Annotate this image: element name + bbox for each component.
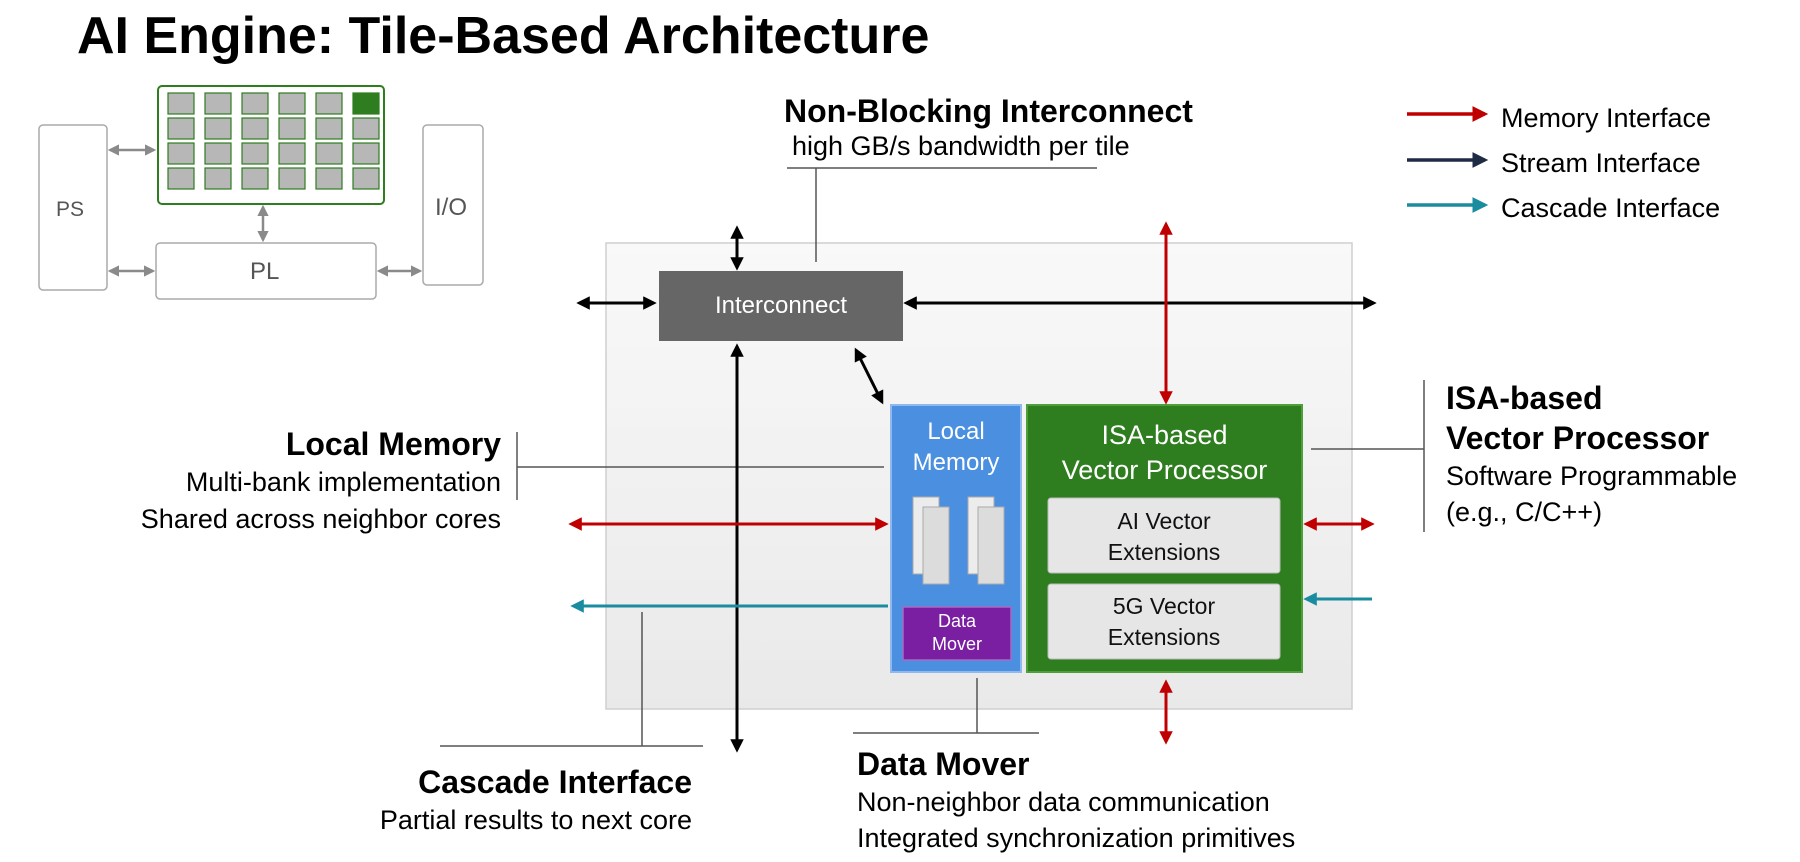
tile: [204, 167, 232, 190]
tile: [315, 167, 343, 190]
callout-line: (e.g., C/C++): [1446, 497, 1603, 527]
tile-highlighted: [352, 92, 380, 115]
5g-vector-extensions-label: 5G Vector Extensions: [1048, 591, 1280, 653]
interconnect-box: [659, 271, 903, 341]
callout-non-blocking: Non-Blocking Interconnect high GB/s band…: [784, 92, 1193, 162]
tile: [241, 92, 269, 115]
stream-arrow-to-memory: [854, 347, 884, 405]
callout-line: Non-neighbor data communication: [857, 787, 1270, 817]
5g-vector-extensions-box: [1047, 583, 1281, 660]
local-memory-label-line: Memory: [912, 449, 1000, 476]
callout-line: Multi-bank implementation: [185, 467, 501, 497]
callout-data-mover: Data Mover Non-neighbor data communicati…: [857, 744, 1295, 856]
callout-line: high GB/s bandwidth per tile: [792, 131, 1130, 161]
thumbnail: [38, 85, 484, 300]
callout-title: Vector Processor: [1446, 420, 1710, 456]
tile: [204, 92, 232, 115]
ps-box: [38, 124, 108, 291]
legend-memory-label: Memory Interface: [1501, 103, 1712, 133]
data-mover-label: Data Mover: [903, 610, 1011, 656]
tile: [278, 142, 306, 165]
tile: [167, 142, 195, 165]
legend-cascade-label: Cascade Interface: [1501, 193, 1721, 223]
tile: [278, 117, 306, 140]
callout-title: Non-Blocking Interconnect: [784, 93, 1193, 129]
tile: [352, 142, 380, 165]
tile: [204, 117, 232, 140]
tile: [352, 167, 380, 190]
io-label: I/O: [435, 194, 468, 221]
tile: [241, 167, 269, 190]
io-box: [422, 124, 484, 286]
tile: [167, 92, 195, 115]
tile: [352, 117, 380, 140]
callout-line: Shared across neighbor cores: [140, 504, 501, 534]
callout-isa: ISA-based Vector Processor Software Prog…: [1446, 378, 1737, 530]
tile: [278, 167, 306, 190]
tile: [315, 117, 343, 140]
memory-bank-icons: [912, 496, 1005, 585]
legend-stream-label: Stream Interface: [1501, 148, 1701, 178]
5g-ext-label-line: 5G Vector: [1112, 593, 1216, 619]
page-title: AI Engine: Tile-Based Architecture: [77, 7, 930, 65]
callout-cascade: Cascade Interface Partial results to nex…: [240, 762, 692, 838]
callout-line: Software Programmable: [1446, 461, 1738, 491]
ai-vector-extensions-box: [1047, 497, 1281, 574]
tile: [241, 142, 269, 165]
callout-leaders: [440, 167, 1425, 747]
tile: [315, 142, 343, 165]
tile: [167, 117, 195, 140]
ai-ext-label-line: Extensions: [1107, 539, 1221, 565]
data-mover-label-line: Data: [937, 611, 977, 631]
ai-vector-extensions-label: AI Vector Extensions: [1048, 506, 1280, 568]
5g-ext-label-line: Extensions: [1107, 624, 1221, 650]
callout-local-memory: Local Memory Multi-bank implementation S…: [80, 424, 501, 538]
vector-processor-label: ISA-based Vector Processor: [1027, 418, 1302, 488]
tile: [315, 92, 343, 115]
tile-grid: [167, 92, 380, 190]
interconnect-label: Interconnect: [714, 292, 848, 319]
tile: [204, 142, 232, 165]
ai-ext-label-line: AI Vector: [1117, 508, 1211, 534]
callout-title: ISA-based: [1446, 380, 1603, 416]
data-mover-box: [902, 606, 1012, 661]
callout-line: Integrated synchronization primitives: [857, 823, 1296, 853]
pl-label: PL: [250, 258, 280, 285]
tile: [278, 92, 306, 115]
callout-title: Cascade Interface: [418, 764, 692, 800]
legend: Memory Interface Stream Interface Cascad…: [1501, 96, 1720, 231]
tile: [241, 117, 269, 140]
callout-title: Local Memory: [285, 426, 501, 462]
legend-arrows: [1407, 106, 1489, 213]
vector-processor-label-line: Vector Processor: [1061, 455, 1268, 485]
local-memory-label-line: Local: [927, 418, 985, 445]
vector-processor-label-line: ISA-based: [1101, 420, 1228, 450]
callout-line: Partial results to next core: [379, 805, 692, 835]
tile: [167, 167, 195, 190]
data-mover-label-line: Mover: [931, 634, 982, 654]
ps-label: PS: [56, 198, 85, 221]
callout-title: Data Mover: [857, 746, 1030, 782]
pl-box: [155, 242, 377, 300]
local-memory-label: Local Memory: [891, 416, 1021, 478]
